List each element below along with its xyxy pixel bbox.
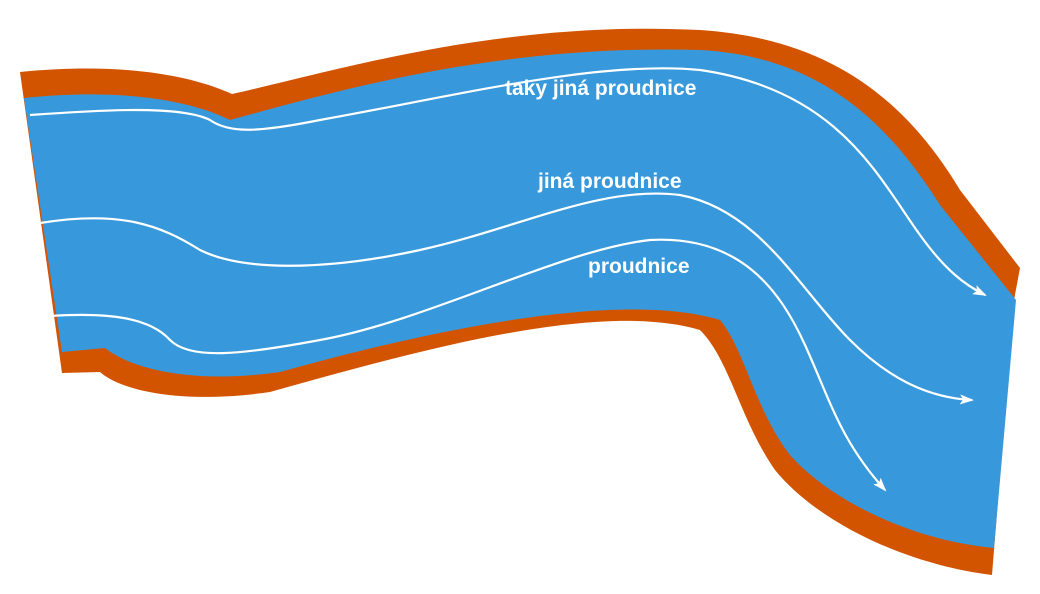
streamline-top: [29, 67, 987, 296]
river-water: [24, 49, 1016, 548]
streamline-bottom: [49, 238, 887, 492]
streamline-label-top: taky jiná proudnice: [505, 77, 696, 100]
streamline-middle: [39, 192, 974, 405]
streamline-label-middle: jiná proudnice: [537, 170, 682, 193]
streamline-label-bottom: proudnice: [588, 255, 690, 278]
